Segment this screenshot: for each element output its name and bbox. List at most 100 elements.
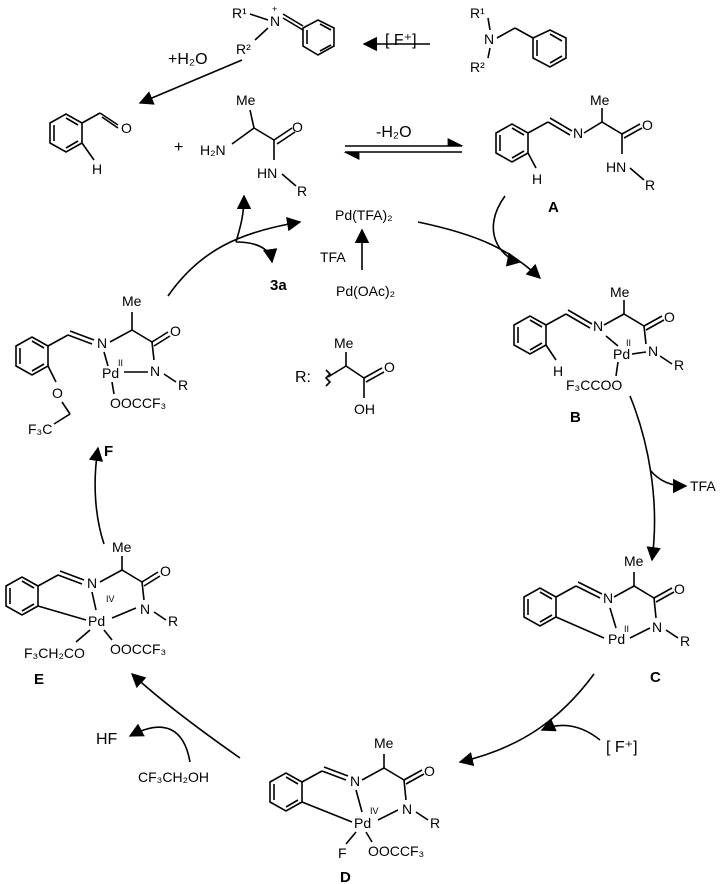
iminium-n-label: N [270,13,280,29]
c-oxidation-state: II [624,624,629,634]
compound-d: N Me O N R Pd IV F OOCCF₃ D [269,735,440,884]
e-ligand2-label: OOCCF₃ [110,641,166,657]
tfa-label: TFA [320,249,346,265]
f-r-label: R [178,377,188,393]
a-to-b-arrow [492,195,522,267]
c-r-label: R [680,633,690,649]
f-compound-label: F [104,443,113,460]
f-o-label: O [170,323,181,339]
d-me-label: Me [374,735,394,751]
iminium-r1-label: R¹ [232,5,247,21]
amine-h2n-label: H₂N [200,142,226,158]
f-ligand-label: OOCCF₃ [110,395,166,411]
benzaldehyde-structure: O H [49,112,132,177]
amino-amide-structure: Me H₂N O HN R [200,92,307,199]
amine-o-label: O [292,119,303,135]
d-oxidation-state: IV [370,806,379,816]
e-r-label: R [168,613,178,629]
f-pd-label: Pd [102,365,119,381]
hf-release-arrow [128,723,191,763]
d-pd-label: Pd [354,815,371,831]
c-compound-label: C [650,669,661,686]
a-h-label: H [532,171,542,187]
amine-me-label: Me [236,92,256,108]
hf-label: HF [96,731,118,748]
compound-e: N Me O N R Pd IV F₃CH₂CO OOCCF₃ E [5,539,178,688]
amine-hn-label: HN [257,165,277,181]
e-ligand1-label: F₃CH₂CO [24,645,85,661]
e-to-f-arrow [88,446,105,545]
d-n-label: N [350,773,360,789]
r-me-label: Me [334,335,354,351]
aldehyde-h-label: H [92,161,102,177]
f-ether-o-label: O [52,385,63,401]
c-n-label: N [603,590,613,606]
d-ligand-label: OOCCF₃ [368,843,424,859]
c-me-label: Me [624,553,644,569]
r-definition-label: R: [295,369,311,386]
e-me-label: Me [112,539,132,555]
f-plus-addition-arrow [540,718,601,741]
amine-phenyl-ring [532,29,567,68]
b-nr-label: N [648,343,658,359]
pd-tfa2-label: Pd(TFA)₂ [335,207,393,223]
plus-sign: + [174,139,183,156]
hydrolysis-arrow [138,59,243,105]
a-hn-label: HN [606,159,626,175]
r-oh-label: OH [354,401,375,417]
catalyst-to-b-arrow [417,221,542,279]
d-o-label: O [424,763,435,779]
c-pd-label: Pd [608,631,625,647]
water-add-label: +H₂O [168,51,208,68]
b-n-label: N [593,318,603,334]
iminium-r2-label: R² [236,41,251,57]
compound-f: N Me O N R Pd II OOCCF₃ O F₃C F [15,293,188,460]
d-compound-label: D [340,869,351,884]
a-compound-label: A [548,199,559,216]
d-f-label: F [338,845,347,861]
pd-oac2-label: Pd(OAc)₂ [336,283,395,299]
f-n-label: N [97,335,107,351]
d-r-label: R [430,815,440,831]
b-to-c-arrow [629,395,661,562]
iminium-structure: R¹ N + R² [232,4,335,57]
d-to-e-arrow [130,673,241,759]
b-o-label: O [664,309,675,325]
f-plus-side-label: [ F⁺] [606,739,638,756]
r-o-label: O [384,359,395,375]
iminium-phenyl-ring [302,19,335,56]
benzylamine-structure: R¹ N R² [470,5,567,75]
c-to-d-arrow [458,673,595,767]
f-me-label: Me [122,293,142,309]
water-loss-label: -H₂O [376,124,412,141]
amine-r2-label: R² [470,59,485,75]
a-me-label: Me [590,92,610,108]
aldehyde-o-label: O [121,120,132,136]
amine-r1-label: R¹ [470,5,485,21]
a-o-label: O [642,117,653,133]
iminium-charge: + [272,4,277,14]
release-amine-arrow [235,194,252,243]
b-pd-label: Pd [613,346,630,362]
f-to-catalyst-arrow [167,217,302,297]
compound-c: N Me O N R Pd II C [523,553,690,686]
b-ligand-label: F₃CCOO [566,377,622,393]
a-r-label: R [645,177,655,193]
b-r-label: R [674,357,684,373]
d-nr-label: N [402,801,412,817]
b-oxidation-state: II [626,338,631,348]
e-nr-label: N [140,601,150,617]
tfe-label: CF₃CH₂OH [138,769,209,785]
amine-n-label: N [484,31,494,47]
e-compound-label: E [34,671,44,688]
a-n-label: N [573,125,583,141]
f-nr-label: N [150,363,160,379]
amine-r-label: R [297,183,307,199]
f-plus-reagent-top: [ F⁺] [385,32,417,49]
compound-b: N Me O N R Pd II H F₃CCOO B [513,284,684,426]
product-3a-label: 3a [270,277,287,294]
f-oxidation-state: II [118,358,123,368]
e-pd-label: Pd [88,613,105,629]
